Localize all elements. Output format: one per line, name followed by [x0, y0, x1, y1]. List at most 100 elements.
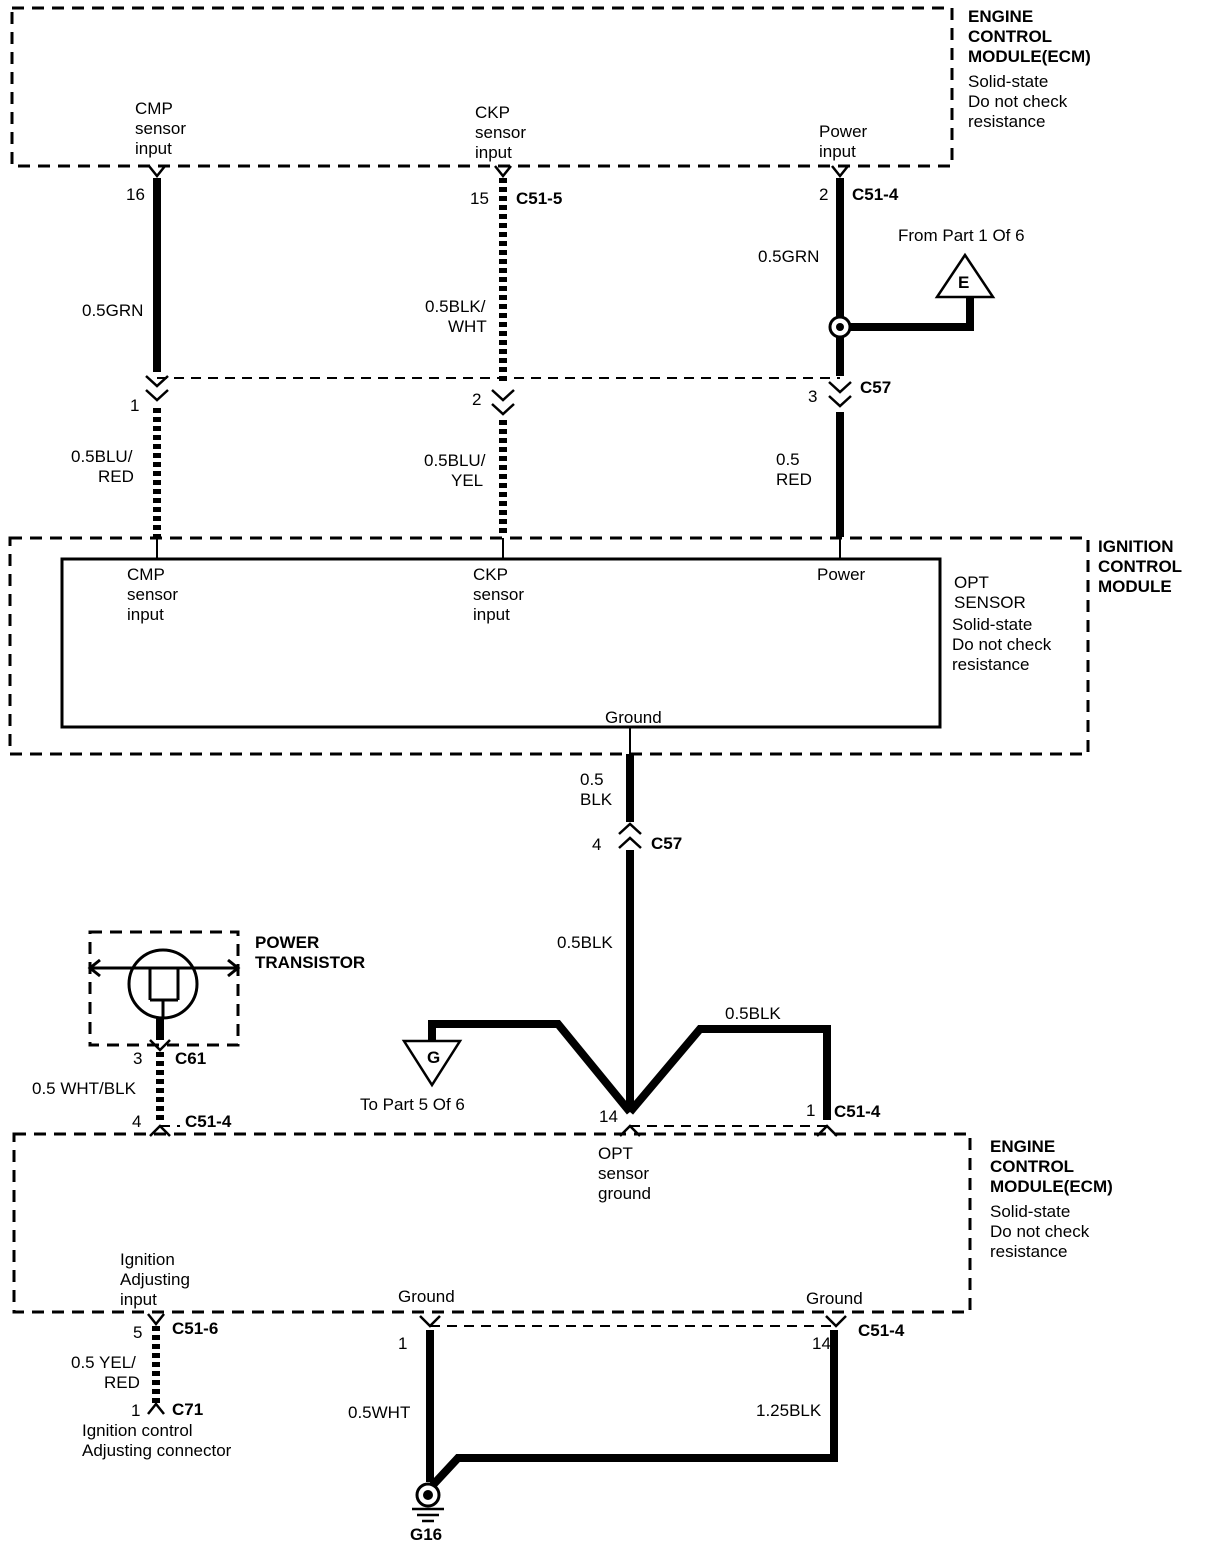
svg-text:RED: RED: [98, 467, 134, 486]
icm-title: IGNITION CONTROL MODULE: [1098, 537, 1182, 596]
pin-number: 2: [819, 185, 828, 204]
pin-number: 1: [806, 1101, 815, 1120]
svg-text:Solid-state: Solid-state: [990, 1202, 1070, 1221]
connector-chevron: [831, 165, 849, 179]
connector-chevron: [419, 1315, 441, 1328]
to-part-label: To Part 5 Of 6: [360, 1095, 465, 1114]
svg-text:Adjusting: Adjusting: [120, 1270, 190, 1289]
svg-text:YEL: YEL: [451, 471, 483, 490]
wire-color-label: 0.5GRN: [82, 301, 143, 320]
svg-text:sensor: sensor: [475, 123, 526, 142]
svg-text:Adjusting connector: Adjusting connector: [82, 1441, 232, 1460]
svg-text:CMP: CMP: [135, 99, 173, 118]
svg-text:RED: RED: [776, 470, 812, 489]
svg-text:Do not check: Do not check: [952, 635, 1052, 654]
connector-chevron: [618, 836, 642, 849]
connector-label: C51-4: [852, 185, 899, 204]
svg-text:resistance: resistance: [968, 112, 1045, 131]
pin-number: 1: [398, 1334, 407, 1353]
svg-text:0.5BLU/: 0.5BLU/: [424, 451, 486, 470]
connector-chevron: [825, 1315, 847, 1328]
branch-wire-e: [850, 296, 974, 331]
svg-text:input: input: [135, 139, 172, 158]
connector-label: C51-4: [858, 1321, 905, 1340]
svg-text:0.5BLK/: 0.5BLK/: [425, 297, 486, 316]
connector-chevron: [147, 1401, 165, 1415]
svg-text:0.5: 0.5: [580, 770, 604, 789]
svg-text:POWER: POWER: [255, 933, 319, 952]
connector-chevron: [618, 822, 642, 835]
svg-text:input: input: [819, 142, 856, 161]
svg-text:input: input: [473, 605, 510, 624]
ground-symbol: [412, 1482, 444, 1523]
pin-number: 1: [131, 1401, 140, 1420]
svg-text:Do not check: Do not check: [990, 1222, 1090, 1241]
pin-number: 3: [808, 387, 817, 406]
ecm-top-cmp-input-label: CMP sensor input: [135, 99, 186, 158]
connector-label: C61: [175, 1049, 206, 1068]
ecm-bottom-note: Solid-state Do not check resistance: [990, 1202, 1090, 1261]
svg-text:0.5BLU/: 0.5BLU/: [71, 447, 133, 466]
pin-number: 16: [126, 185, 145, 204]
connector-chevron: [494, 165, 512, 179]
svg-text:TRANSISTOR: TRANSISTOR: [255, 953, 365, 972]
ground-point-label: G16: [410, 1525, 442, 1544]
connector-chevron: [491, 403, 515, 416]
svg-text:Solid-state: Solid-state: [968, 72, 1048, 91]
svg-text:Solid-state: Solid-state: [952, 615, 1032, 634]
svg-text:ENGINE: ENGINE: [990, 1137, 1055, 1156]
svg-text:0.5 YEL/: 0.5 YEL/: [71, 1353, 136, 1372]
icm-note: Solid-state Do not check resistance: [952, 615, 1052, 674]
wire-color-label: 0.5BLK: [557, 933, 613, 952]
ground-branch-g-wire: [428, 1020, 634, 1115]
svg-text:OPT: OPT: [954, 573, 989, 592]
junction-g-triangle: [401, 1039, 463, 1088]
icm-cmp-input-label: CMP sensor input: [127, 565, 178, 624]
connector-label: C51-4: [834, 1102, 881, 1121]
svg-text:Ignition: Ignition: [120, 1250, 175, 1269]
opt-sensor-ground-label: OPT sensor ground: [598, 1144, 651, 1203]
svg-text:sensor: sensor: [598, 1164, 649, 1183]
connector-label: C57: [860, 378, 891, 397]
wire-color-label: 0.5GRN: [758, 247, 819, 266]
icm-ckp-input-label: CKP sensor input: [473, 565, 524, 624]
opt-sensor-box: [60, 557, 942, 729]
svg-text:sensor: sensor: [127, 585, 178, 604]
svg-text:CMP: CMP: [127, 565, 165, 584]
ecm-top-box: [10, 6, 954, 168]
svg-text:CONTROL: CONTROL: [968, 27, 1052, 46]
from-part-label: From Part 1 Of 6: [898, 226, 1025, 245]
connector-chevron: [828, 381, 852, 394]
svg-text:resistance: resistance: [990, 1242, 1067, 1261]
pin-number: 3: [133, 1049, 142, 1068]
pin-number: 14: [812, 1334, 831, 1353]
splice-dot: [836, 323, 844, 331]
pin-number: 4: [132, 1112, 141, 1131]
connector-chevron: [145, 375, 169, 388]
connector-chevron: [147, 1313, 165, 1327]
connector-chevron: [149, 1039, 171, 1052]
ignition-adjusting-input-label: Ignition Adjusting input: [120, 1250, 190, 1309]
ecm-bottom-box: [12, 1132, 972, 1314]
wire-color-label: 0.5 BLK: [580, 770, 613, 809]
wire-color-label: 0.5WHT: [348, 1403, 410, 1422]
junction-e-letter: E: [958, 273, 969, 292]
wire-color-label: 0.5BLU/ RED: [71, 447, 134, 486]
ecm-top-title: ENGINE CONTROL MODULE(ECM): [968, 7, 1091, 66]
wire-color-label: 0.5 RED: [776, 450, 812, 489]
connector-chevron: [148, 165, 166, 179]
svg-text:SENSOR: SENSOR: [954, 593, 1026, 612]
wire-color-label: 0.5BLK/ WHT: [425, 297, 487, 336]
pin-number: 14: [599, 1107, 618, 1126]
svg-text:CONTROL: CONTROL: [1098, 557, 1182, 576]
svg-text:ground: ground: [598, 1184, 651, 1203]
ecm-top-ckp-input-label: CKP sensor input: [475, 103, 526, 162]
ecm-ground-left-label: Ground: [398, 1287, 455, 1306]
wire-color-label: 0.5 WHT/BLK: [32, 1079, 137, 1098]
svg-text:CKP: CKP: [473, 565, 508, 584]
svg-text:MODULE: MODULE: [1098, 577, 1172, 596]
ground-right-wire: [429, 1330, 838, 1489]
connector-chevron: [145, 389, 169, 402]
wire-color-label: 1.25BLK: [756, 1401, 822, 1420]
